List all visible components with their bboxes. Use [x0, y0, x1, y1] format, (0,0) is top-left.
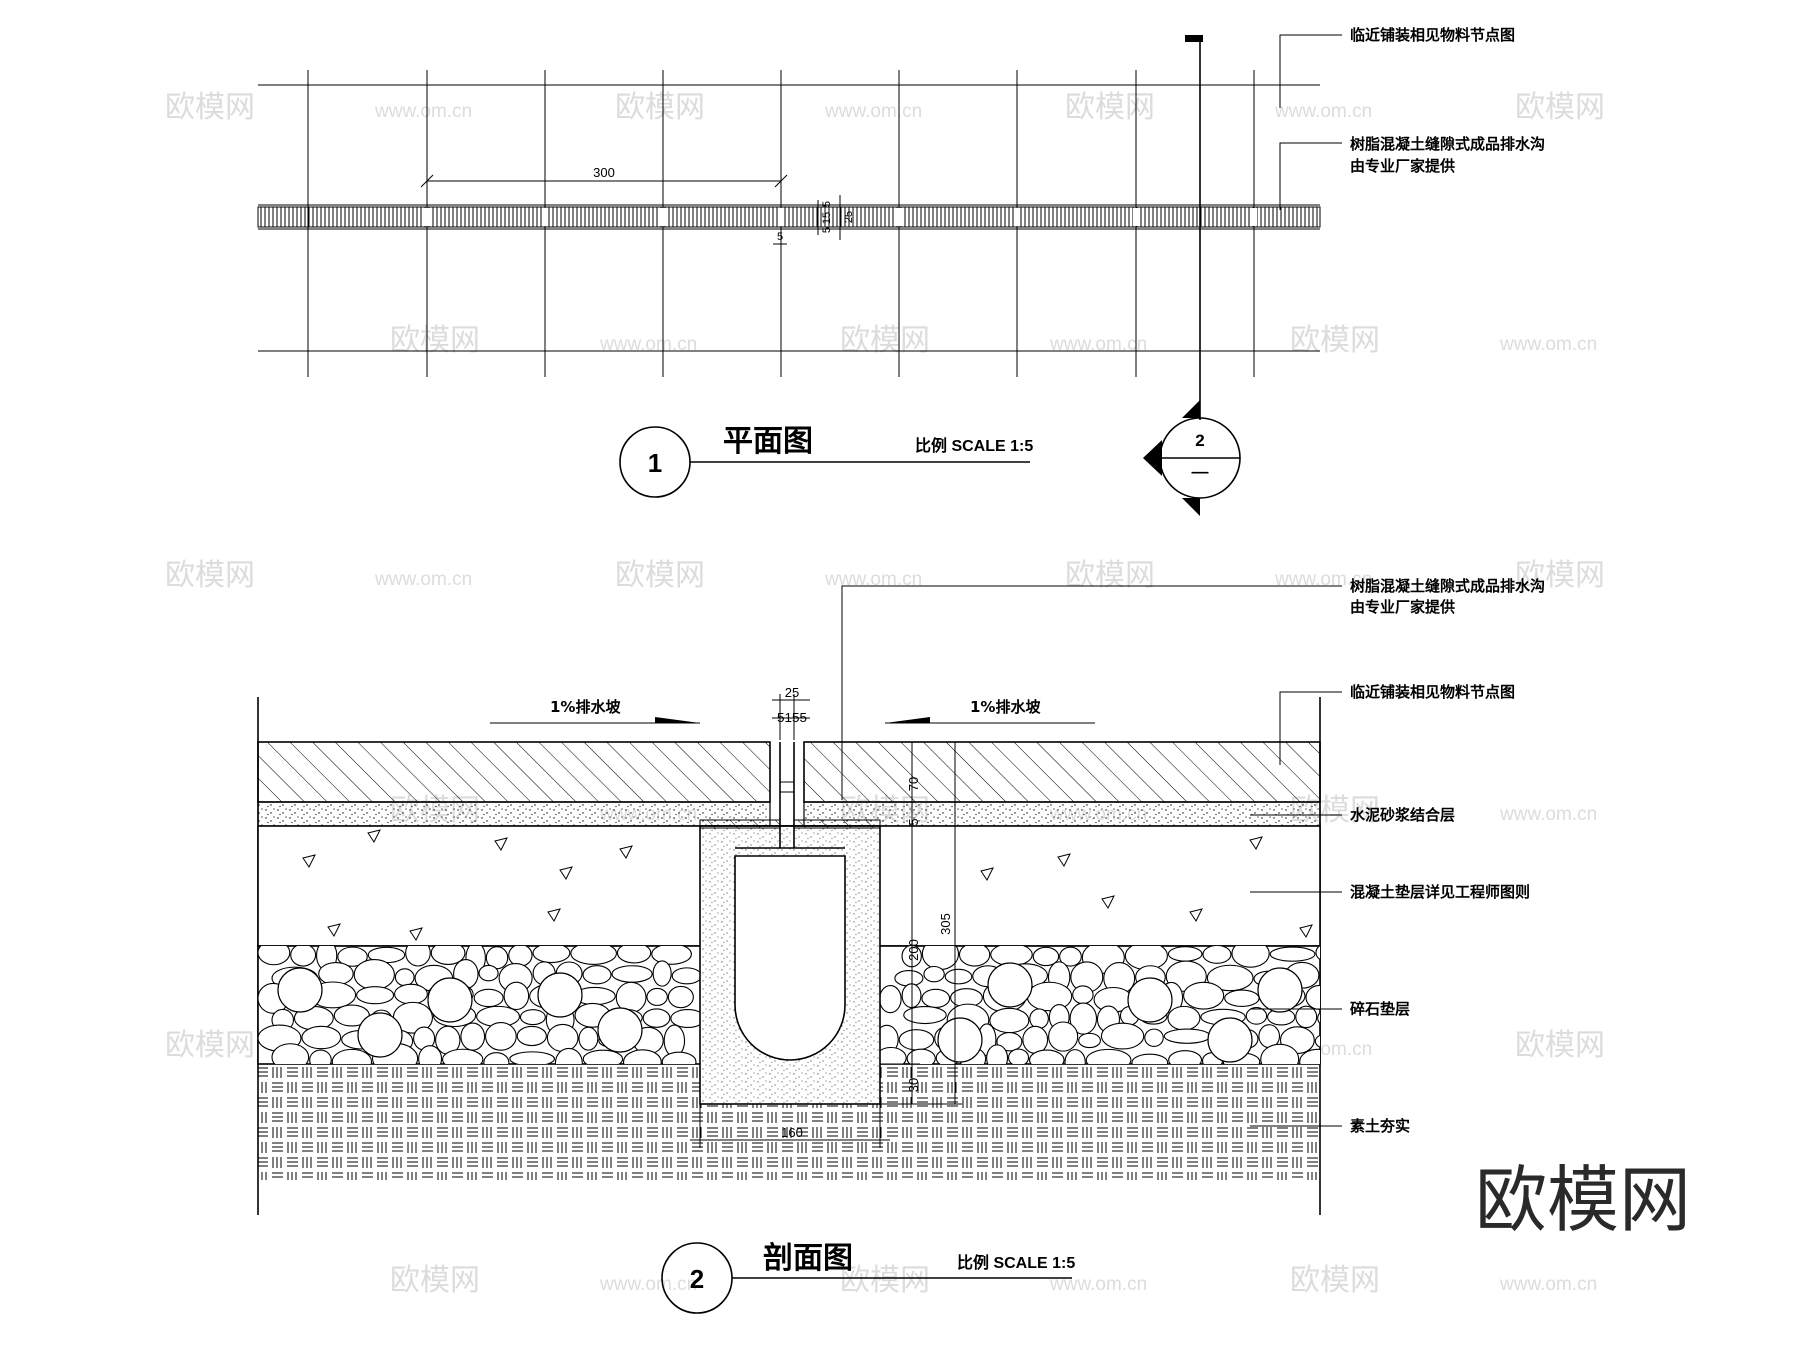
section-scale: 比例 SCALE 1:5 [957, 1253, 1075, 1272]
section-note-gravel-layer: 碎石垫层 [1350, 1000, 1410, 1018]
plan-dim-offset: 5 [777, 231, 783, 243]
section-number: 2 [690, 1264, 704, 1294]
section-note-adjacent-paving: 临近铺装相见物料节点图 [1350, 683, 1515, 701]
section-dim-5155: 5155 [777, 710, 807, 725]
plan-view: 300 5 15 5 25 5 临近铺装相见物料节点图 树脂混凝土缝隙式成品排水… [257, 26, 1545, 516]
watermark-brand: 欧模网 [390, 1263, 480, 1298]
drain-channel [699, 819, 881, 1105]
plan-drain-grate [257, 206, 1321, 228]
plan-dimension-300: 300 [420, 165, 788, 190]
plan-number: 1 [648, 448, 662, 478]
section-leaders [841, 585, 1342, 1127]
section-marker: 2 — [1143, 400, 1241, 516]
watermark-url: www.om.cn [374, 569, 472, 590]
plan-note-drain-line2: 由专业厂家提供 [1350, 157, 1455, 175]
plan-note-adjacent-paving: 临近铺装相见物料节点图 [1350, 26, 1515, 44]
section-dimensions: 25 5155 70 5 200 305 30 160 [690, 685, 962, 1148]
watermark-brand: 欧模网 [615, 90, 705, 125]
watermark-brand: 欧模网 [390, 323, 480, 358]
section-note-soil-layer: 素土夯实 [1350, 1117, 1410, 1135]
section-title: 剖面图 [763, 1241, 853, 1276]
section-dim-160: 160 [781, 1125, 803, 1140]
watermark-brand: 欧模网 [1290, 323, 1380, 358]
plan-dim-slot-c: 5 [821, 227, 833, 233]
watermark-brand: 欧模网 [1065, 558, 1155, 593]
watermark-brand: 欧模网 [1515, 558, 1605, 593]
watermark-url: www.om.cn [599, 334, 697, 355]
watermark-brand: 欧模网 [615, 558, 705, 593]
plan-dim-slot-a: 5 [821, 201, 833, 207]
watermark-url: www.om.cn [1049, 1274, 1147, 1295]
watermark-brand: 欧模网 [840, 1263, 930, 1298]
watermark-brand: 欧模网 [840, 323, 930, 358]
plan-title: 平面图 [723, 424, 813, 459]
plan-grate-joints [424, 208, 1257, 226]
watermark-brand: 欧模网 [1515, 90, 1605, 125]
watermark-brand: 欧模网 [165, 558, 255, 593]
section-dim-30: 30 [906, 1078, 921, 1092]
plan-note-drain-line1: 树脂混凝土缝隙式成品排水沟 [1350, 135, 1545, 153]
plan-dim-slot-b: 15 [821, 212, 833, 224]
watermark-url: www.om.cn [824, 101, 922, 122]
section-dim-5: 5 [906, 818, 921, 825]
plan-dimension-slot: 5 15 5 25 5 [773, 195, 855, 245]
section-note-mortar-layer: 水泥砂浆结合层 [1350, 806, 1455, 824]
section-note-drain-line1: 树脂混凝土缝隙式成品排水沟 [1350, 577, 1545, 595]
section-note-concrete-layer: 混凝土垫层详见工程师图则 [1350, 883, 1530, 901]
plan-dim-slot-total: 25 [843, 211, 855, 223]
plan-leaders [1279, 34, 1342, 210]
section-title-block: 2 剖面图 比例 SCALE 1:5 [661, 1241, 1075, 1314]
section-view: 1%排水坡 1%排水坡 25 5155 70 5 200 305 30 [257, 577, 1545, 1314]
section-dim-200: 200 [906, 939, 921, 961]
watermark-brand: 欧模网 [1290, 1263, 1380, 1298]
section-dim-70: 70 [906, 777, 921, 791]
plan-dim-300-label: 300 [593, 165, 615, 180]
watermark-url: www.om.cn [1499, 334, 1597, 355]
section-note-drain-line2: 由专业厂家提供 [1350, 598, 1455, 616]
watermark-url: www.om.cn [1499, 804, 1597, 825]
watermark-url: www.om.cn [599, 1274, 697, 1295]
paving-layer [257, 741, 1321, 803]
mortar-layer [257, 801, 1321, 827]
watermark-url: www.om.cn [374, 101, 472, 122]
watermark-url: www.om.cn [1274, 569, 1372, 590]
watermark-brand: 欧模网 [1065, 90, 1155, 125]
watermark-url: www.om.cn [1499, 1274, 1597, 1295]
watermark-url: www.om.cn [824, 569, 922, 590]
plan-cut-line [1185, 35, 1203, 420]
brand-logo: 欧模网 [1475, 1158, 1691, 1242]
plan-title-block: 1 平面图 比例 SCALE 1:5 [619, 424, 1033, 498]
plan-scale: 比例 SCALE 1:5 [915, 436, 1033, 455]
section-dim-25: 25 [785, 685, 799, 700]
watermark-url: www.om.cn [1049, 334, 1147, 355]
slope-arrows: 1%排水坡 1%排水坡 [490, 698, 1095, 724]
watermark-brand: 欧模网 [165, 1028, 255, 1063]
section-dim-305: 305 [938, 913, 953, 935]
section-marker-number: 2 [1195, 431, 1204, 450]
slope-left-label: 1%排水坡 [550, 698, 620, 716]
watermark-brand: 欧模网 [1515, 1028, 1605, 1063]
slot-throat [779, 742, 795, 826]
section-marker-sheet: — [1192, 462, 1209, 481]
watermark-url: www.om.cn [1274, 101, 1372, 122]
watermark-brand: 欧模网 [165, 90, 255, 125]
slope-right-label: 1%排水坡 [970, 698, 1040, 716]
